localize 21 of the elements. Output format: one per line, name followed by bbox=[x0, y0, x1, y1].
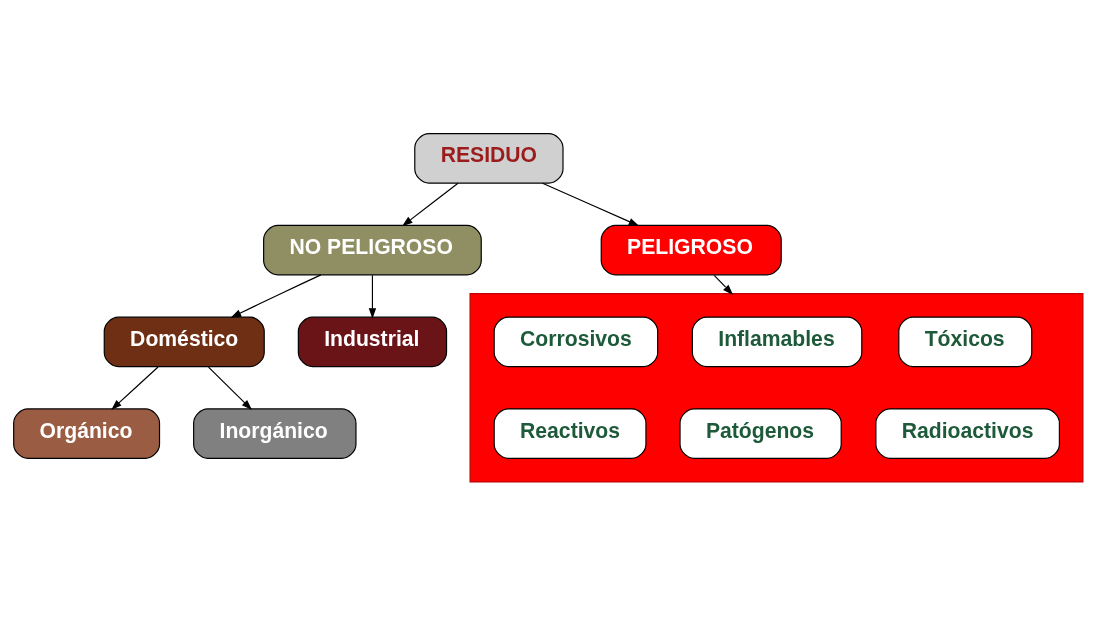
node-box: Doméstico bbox=[103, 316, 265, 367]
node-box: Tóxicos bbox=[898, 316, 1033, 367]
node-box: Patógenos bbox=[679, 407, 842, 459]
node-box: RESIDUO bbox=[414, 132, 564, 184]
arrow bbox=[542, 182, 640, 226]
arrow bbox=[713, 274, 734, 295]
node-box: Reactivos bbox=[493, 407, 647, 459]
node-box: Inflamables bbox=[691, 316, 863, 367]
node-box: Inorgánico bbox=[193, 407, 357, 459]
arrow bbox=[111, 365, 159, 410]
node-box: NO PELIGROSO bbox=[263, 224, 482, 275]
arrow bbox=[368, 274, 377, 319]
node-box: Industrial bbox=[297, 316, 448, 367]
node-box: PELIGROSO bbox=[600, 224, 782, 275]
cluster bbox=[469, 292, 1084, 482]
node-box: Orgánico bbox=[13, 407, 161, 459]
arrow bbox=[230, 273, 322, 318]
arrow bbox=[207, 365, 253, 410]
node-box: Corrosivos bbox=[493, 316, 659, 367]
arrow bbox=[402, 182, 459, 226]
node-box: Radioactivos bbox=[875, 407, 1060, 459]
